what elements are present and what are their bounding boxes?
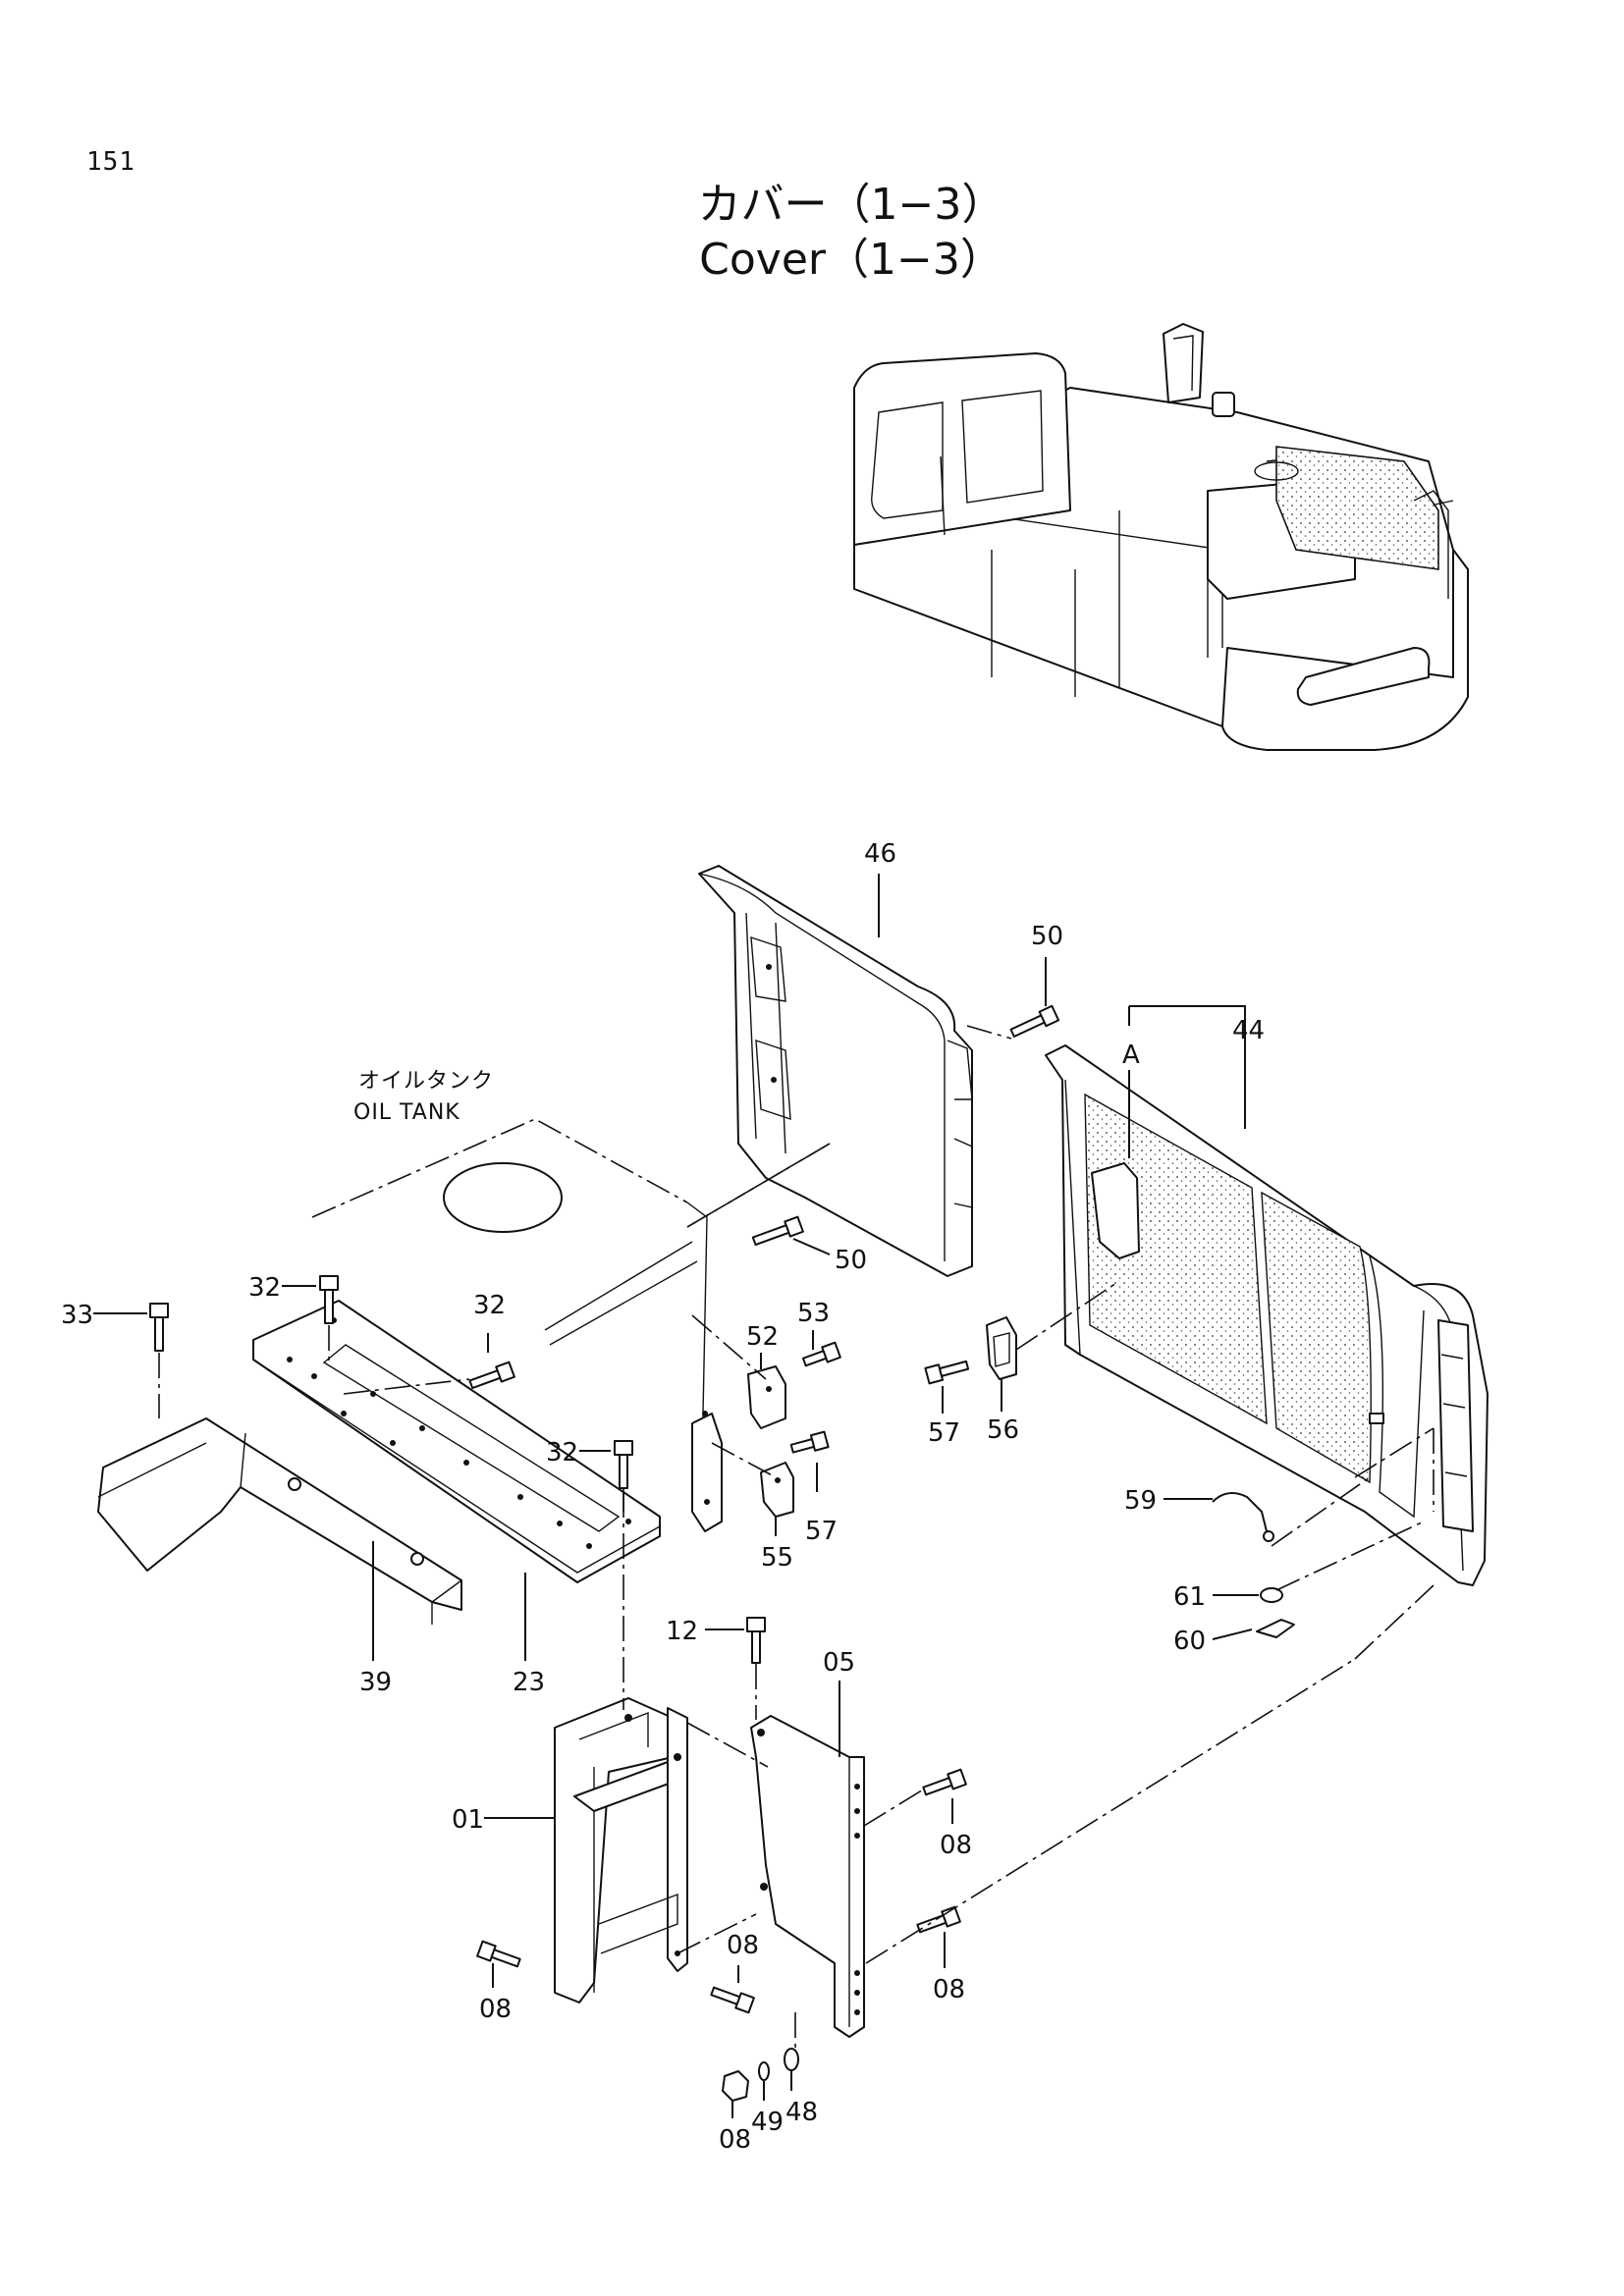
callout-32-right: 32: [546, 1438, 578, 1468]
callout-57-center: 57: [805, 1517, 838, 1546]
callout-56: 56: [987, 1415, 1019, 1445]
stay-rod-59: [1212, 1492, 1274, 1542]
callout-60: 60: [1173, 1627, 1206, 1656]
page-title-japanese: カバー（1−3）: [697, 180, 1005, 230]
callout-05: 05: [823, 1648, 855, 1678]
catch-55: [760, 1462, 794, 1518]
oil-tank-label-english: OIL TANK: [353, 1100, 460, 1125]
callout-44: 44: [1232, 1016, 1265, 1045]
page-title-english: Cover（1−3）: [699, 235, 1003, 285]
callout-23: 23: [513, 1668, 545, 1697]
callout-12: 12: [666, 1617, 698, 1646]
callout-48: 49: [751, 2108, 784, 2137]
callout-55: 55: [761, 1543, 793, 1573]
callout-32-top: 32: [248, 1273, 281, 1303]
view-marker-a: A: [1122, 1041, 1140, 1070]
striker-56: [986, 1316, 1017, 1380]
callout-59: 59: [1124, 1486, 1157, 1516]
callout-32-mid: 32: [473, 1291, 506, 1320]
callout-08-lower-right: 08: [933, 1975, 965, 2004]
callout-53: 53: [797, 1299, 830, 1328]
excavator-overview-illustration: [853, 323, 1469, 751]
fastener-bolts: [149, 1004, 1295, 2102]
callout-57-left: 57: [928, 1418, 960, 1448]
callout-49: 08: [719, 2125, 751, 2155]
callout-61: 61: [1173, 1582, 1206, 1612]
callout-08-left: 08: [479, 1995, 512, 2024]
callout-01: 01: [452, 1805, 484, 1835]
bracket-05: [750, 1715, 865, 2038]
plate-23: [252, 1300, 661, 1583]
callout-52: 52: [746, 1322, 779, 1352]
bracket-39: [97, 1417, 462, 1625]
callout-39: 39: [359, 1668, 392, 1697]
callout-47: 48: [785, 2098, 818, 2127]
oil-tank-outline: [311, 1118, 723, 1532]
callout-50-lower: 50: [835, 1246, 867, 1275]
frame-01: [554, 1697, 688, 2003]
callout-50-upper: 50: [1031, 922, 1063, 951]
callout-08-center: 08: [727, 1931, 759, 1960]
callout-08-upper-right: 08: [940, 1831, 972, 1860]
latch-bracket-52: [747, 1365, 786, 1429]
callout-33: 33: [61, 1301, 93, 1330]
leader-lines: [93, 874, 1435, 2118]
callout-46: 46: [864, 839, 896, 869]
nut-49: [722, 2070, 749, 2102]
side-cover-46: [698, 865, 973, 1277]
oil-tank-label-japanese: オイルタンク: [358, 1069, 494, 1094]
rear-door-44: [1045, 1044, 1489, 1586]
page-number: 151: [86, 147, 135, 177]
callout-labels: 46 50 44 50 33 32 32 32 52 53 57 56 57 5…: [61, 839, 1265, 2155]
